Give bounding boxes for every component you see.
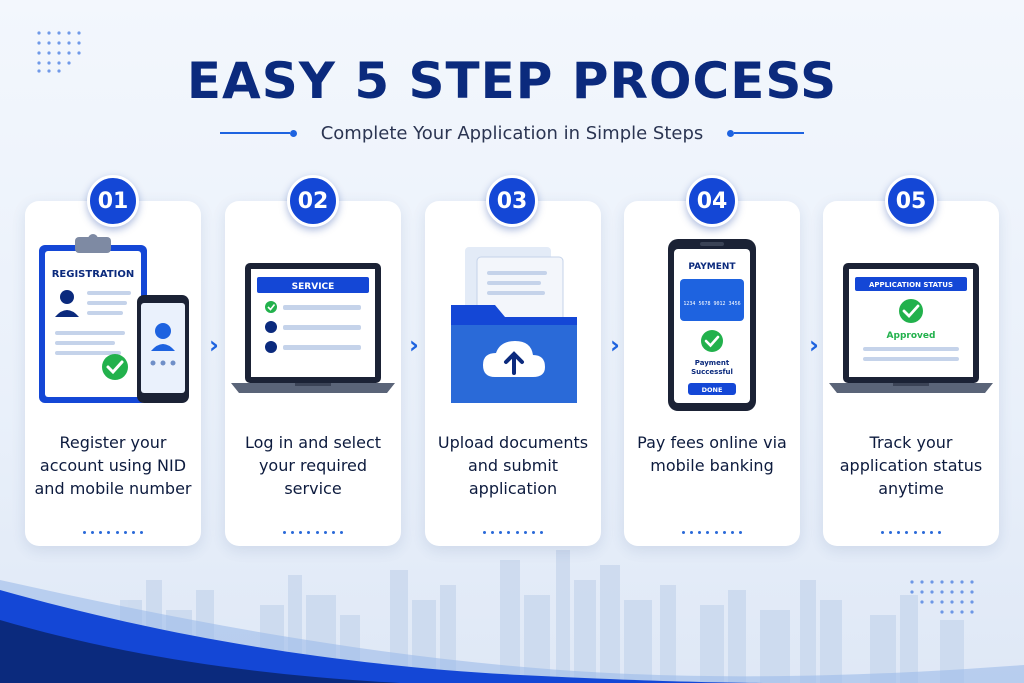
done-button-label: DONE xyxy=(702,386,723,394)
folder-upload-icon xyxy=(451,247,577,403)
chevron-right-icon: › xyxy=(209,331,219,359)
subtitle-decor-left xyxy=(219,129,297,137)
decorative-dot-grid xyxy=(910,580,974,614)
step-3-description: Upload documents and submit application xyxy=(437,433,589,498)
step-5-number-badge: 05 xyxy=(885,175,937,227)
step-5-card: APPLICATION STATUS Approved Track your a… xyxy=(823,201,999,546)
chevron-right-icon: › xyxy=(809,331,819,359)
subtitle-decor-right xyxy=(727,129,805,137)
page-title: EASY 5 STEP PROCESS xyxy=(186,52,838,110)
screen-label: REGISTRATION xyxy=(52,269,135,280)
step-3-number-badge: 03 xyxy=(486,175,538,227)
page-subtitle: Complete Your Application in Simple Step… xyxy=(320,122,704,144)
card-footer-dots xyxy=(483,531,543,535)
chevron-right-icon: › xyxy=(409,331,419,359)
subtitle-row: Complete Your Application in Simple Step… xyxy=(0,118,1024,148)
step-1-card: REGISTRATION Register your account using… xyxy=(25,201,201,546)
card-footer-dots xyxy=(283,531,343,535)
card-footer-dots xyxy=(682,531,742,535)
laptop-service-icon: SERVICE xyxy=(231,263,395,393)
step-2-number-badge: 02 xyxy=(287,175,339,227)
approved-status-text: Approved xyxy=(887,331,936,341)
step-1-number-badge: 01 xyxy=(87,175,139,227)
step-5-description: Track your application status anytime xyxy=(839,433,983,498)
chevron-right-icon: › xyxy=(610,331,620,359)
step-4-description: Pay fees online via mobile banking xyxy=(637,433,787,475)
payment-status-line2: Successful xyxy=(691,368,733,376)
step-2-card: SERVICE Log in and select your required … xyxy=(225,201,401,546)
laptop-status-icon: APPLICATION STATUS Approved xyxy=(829,263,993,393)
step-3-card: Upload documents and submit application xyxy=(425,201,601,546)
payment-status-line1: Payment xyxy=(695,359,730,367)
screen-label: SERVICE xyxy=(292,282,335,292)
card-footer-dots xyxy=(881,531,941,535)
bottom-wave-decoration xyxy=(0,580,1024,683)
card-number-text: 1234 5678 9012 3456 xyxy=(683,301,740,307)
screen-label: APPLICATION STATUS xyxy=(869,281,953,289)
step-4-card: PAYMENT 1234 5678 9012 3456 Payment Succ… xyxy=(624,201,800,546)
step-1-description: Register your account using NID and mobi… xyxy=(34,433,192,498)
phone-payment-icon: PAYMENT 1234 5678 9012 3456 Payment Succ… xyxy=(668,239,756,411)
decorative-dot-grid xyxy=(37,31,81,73)
step-4-number-badge: 04 xyxy=(686,175,738,227)
registration-clipboard-phone-icon: REGISTRATION xyxy=(39,234,189,403)
card-footer-dots xyxy=(83,531,143,535)
step-2-description: Log in and select your required service xyxy=(244,433,382,498)
screen-label: PAYMENT xyxy=(688,262,736,272)
